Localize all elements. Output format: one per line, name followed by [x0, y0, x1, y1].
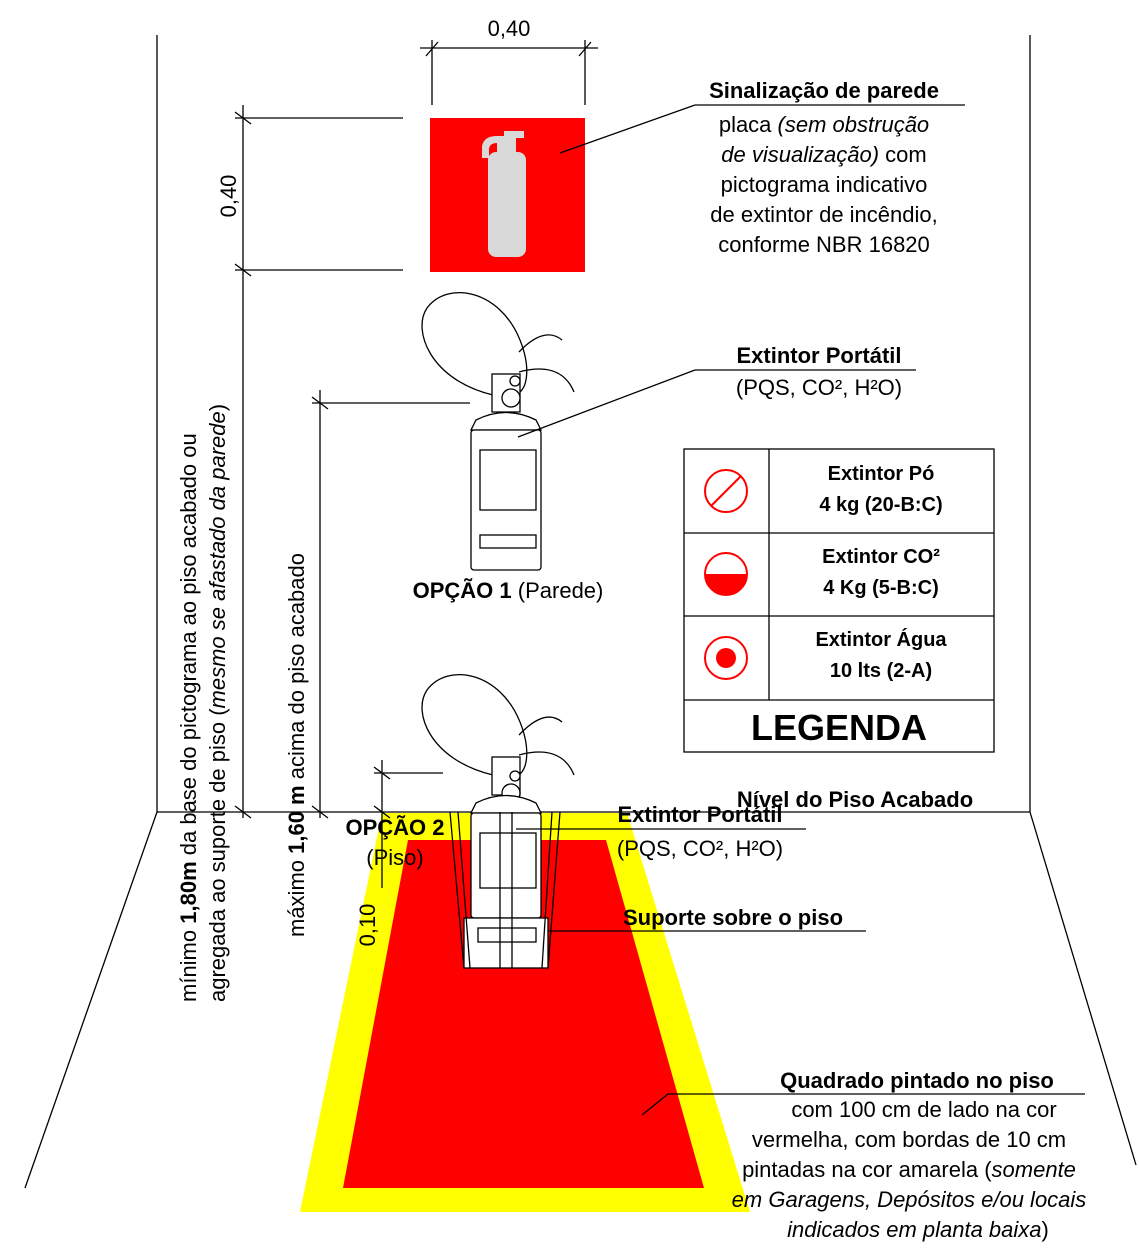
extinguisher-2-types: (PQS, CO², H²O): [617, 836, 783, 861]
min-bold: 1,80m: [176, 861, 201, 923]
legend-item-2-line1: Extintor CO²: [822, 546, 940, 568]
floor-square-line5-end: ): [1042, 1217, 1049, 1242]
dimension-max-height: [311, 390, 470, 819]
dimension-support-height: 0,10: [355, 760, 443, 946]
min2-prefix: agregada ao suporte de piso (: [205, 708, 230, 1002]
support-label: Suporte sobre o piso: [623, 905, 843, 930]
floor-square-title: Quadrado pintado no piso: [780, 1068, 1054, 1093]
max-prefix: máximo: [284, 854, 309, 937]
vertical-text-minimum: mínimo 1,80m da base do pictograma ao pi…: [176, 404, 230, 1002]
extinguisher-1-types: (PQS, CO², H²O): [736, 375, 902, 400]
svg-text:mínimo 1,80m da base do pictog: mínimo 1,80m da base do pictograma ao pi…: [176, 433, 201, 1002]
legend-item-1-line2: 4 kg (20-B:C): [819, 494, 942, 516]
min2-suffix: ): [205, 404, 230, 411]
wall-sign-line4: de extintor de incêndio,: [710, 202, 938, 227]
floor-extinguisher: [421, 674, 575, 919]
half-filled-circle-icon: [704, 552, 748, 596]
max-bold: 1,60 m: [284, 785, 309, 854]
wall-sign-line1-italic: (sem obstrução: [778, 112, 930, 137]
floor-square-line2: vermelha, com bordas de 10 cm: [752, 1127, 1066, 1152]
legend-title: LEGENDA: [751, 707, 927, 748]
svg-text:OPÇÃO 1 (Parede): OPÇÃO 1 (Parede): [413, 578, 604, 603]
option-2-rest: (Piso): [366, 845, 423, 870]
legend-box: Extintor Pó 4 kg (20-B:C) Extintor CO² 4…: [683, 448, 995, 753]
svg-text:indicados em planta baixa): indicados em planta baixa): [787, 1217, 1049, 1242]
min-prefix: mínimo: [176, 924, 201, 1002]
option-1-rest: (Parede): [512, 578, 604, 603]
legend-item-2-line2: 4 Kg (5-B:C): [823, 577, 939, 599]
wall-sign-line2-italic: de visualização): [721, 142, 879, 167]
option-2-bold: OPÇÃO 2: [345, 815, 444, 840]
floor-support: [449, 811, 561, 969]
floor-level-label: Nível do Piso Acabado: [737, 787, 973, 812]
legend-item-3-line1: Extintor Água: [815, 628, 947, 651]
wall-sign-line3: pictograma indicativo: [721, 172, 928, 197]
wall-extinguisher: [421, 292, 575, 571]
vertical-text-maximum: máximo 1,60 m acima do piso acabado: [284, 553, 309, 937]
floor-square-annotation: Quadrado pintado no piso com 100 cm de l…: [641, 1068, 1087, 1242]
svg-text:placa (sem obstrução: placa (sem obstrução: [719, 112, 929, 137]
room-outline: [24, 35, 1137, 1189]
dot-circle-icon: [704, 636, 748, 680]
floor-square-line5-italic: indicados em planta baixa: [787, 1217, 1041, 1242]
min2-italic: mesmo se afastado da parede: [205, 411, 230, 708]
extinguisher-1-title: Extintor Portátil: [736, 343, 901, 368]
dimension-sign-height: 0,40: [216, 105, 403, 819]
floor-square-line4: em Garagens, Depósitos e/ou locais: [732, 1187, 1087, 1212]
support-annotation: Suporte sobre o piso: [548, 905, 866, 932]
min-suffix: da base do pictograma ao piso acabado ou: [176, 433, 201, 861]
extinguisher-1-annotation: Extintor Portátil (PQS, CO², H²O) OPÇÃO …: [413, 343, 916, 603]
floor-square: [300, 813, 750, 1212]
svg-text:máximo 1,60 m acima do piso ac: máximo 1,60 m acima do piso acabado: [284, 553, 309, 937]
svg-text:agregada ao suporte de piso (m: agregada ao suporte de piso (mesmo se af…: [205, 404, 230, 1002]
support-height-label: 0,10: [355, 904, 380, 947]
svg-text:de visualização) com: de visualização) com: [721, 142, 926, 167]
floor-square-line3-italic: somente: [992, 1157, 1076, 1182]
extinguisher-pictogram-icon: [482, 131, 526, 257]
floor-square-line1: com 100 cm de lado na cor: [791, 1097, 1056, 1122]
slashed-circle-icon: [704, 469, 748, 513]
wall-sign-line1: placa: [719, 112, 772, 137]
wall-sign-title: Sinalização de parede: [709, 78, 939, 103]
wall-sign-plate: [430, 118, 585, 272]
floor-square-line3: pintadas na cor amarela (: [742, 1157, 992, 1182]
sign-width-label: 0,40: [488, 16, 531, 41]
max-suffix: acima do piso acabado: [284, 553, 309, 785]
option-1-bold: OPÇÃO 1: [413, 578, 512, 603]
extinguisher-2-annotation: Extintor Portátil (PQS, CO², H²O) OPÇÃO …: [345, 802, 806, 870]
sign-height-label: 0,40: [216, 175, 241, 218]
dimension-sign-width: 0,40: [420, 16, 598, 105]
wall-sign-annotation: Sinalização de parede placa (sem obstruç…: [559, 78, 965, 257]
extinguisher-2-title: Extintor Portátil: [617, 802, 782, 827]
svg-text:pintadas na cor amarela (somen: pintadas na cor amarela (somente: [742, 1157, 1076, 1182]
legend-item-3-line2: 10 lts (2-A): [830, 660, 932, 682]
wall-sign-line2: com: [879, 142, 927, 167]
wall-sign-line5: conforme NBR 16820: [718, 232, 930, 257]
legend-item-1-line1: Extintor Pó: [828, 463, 935, 485]
